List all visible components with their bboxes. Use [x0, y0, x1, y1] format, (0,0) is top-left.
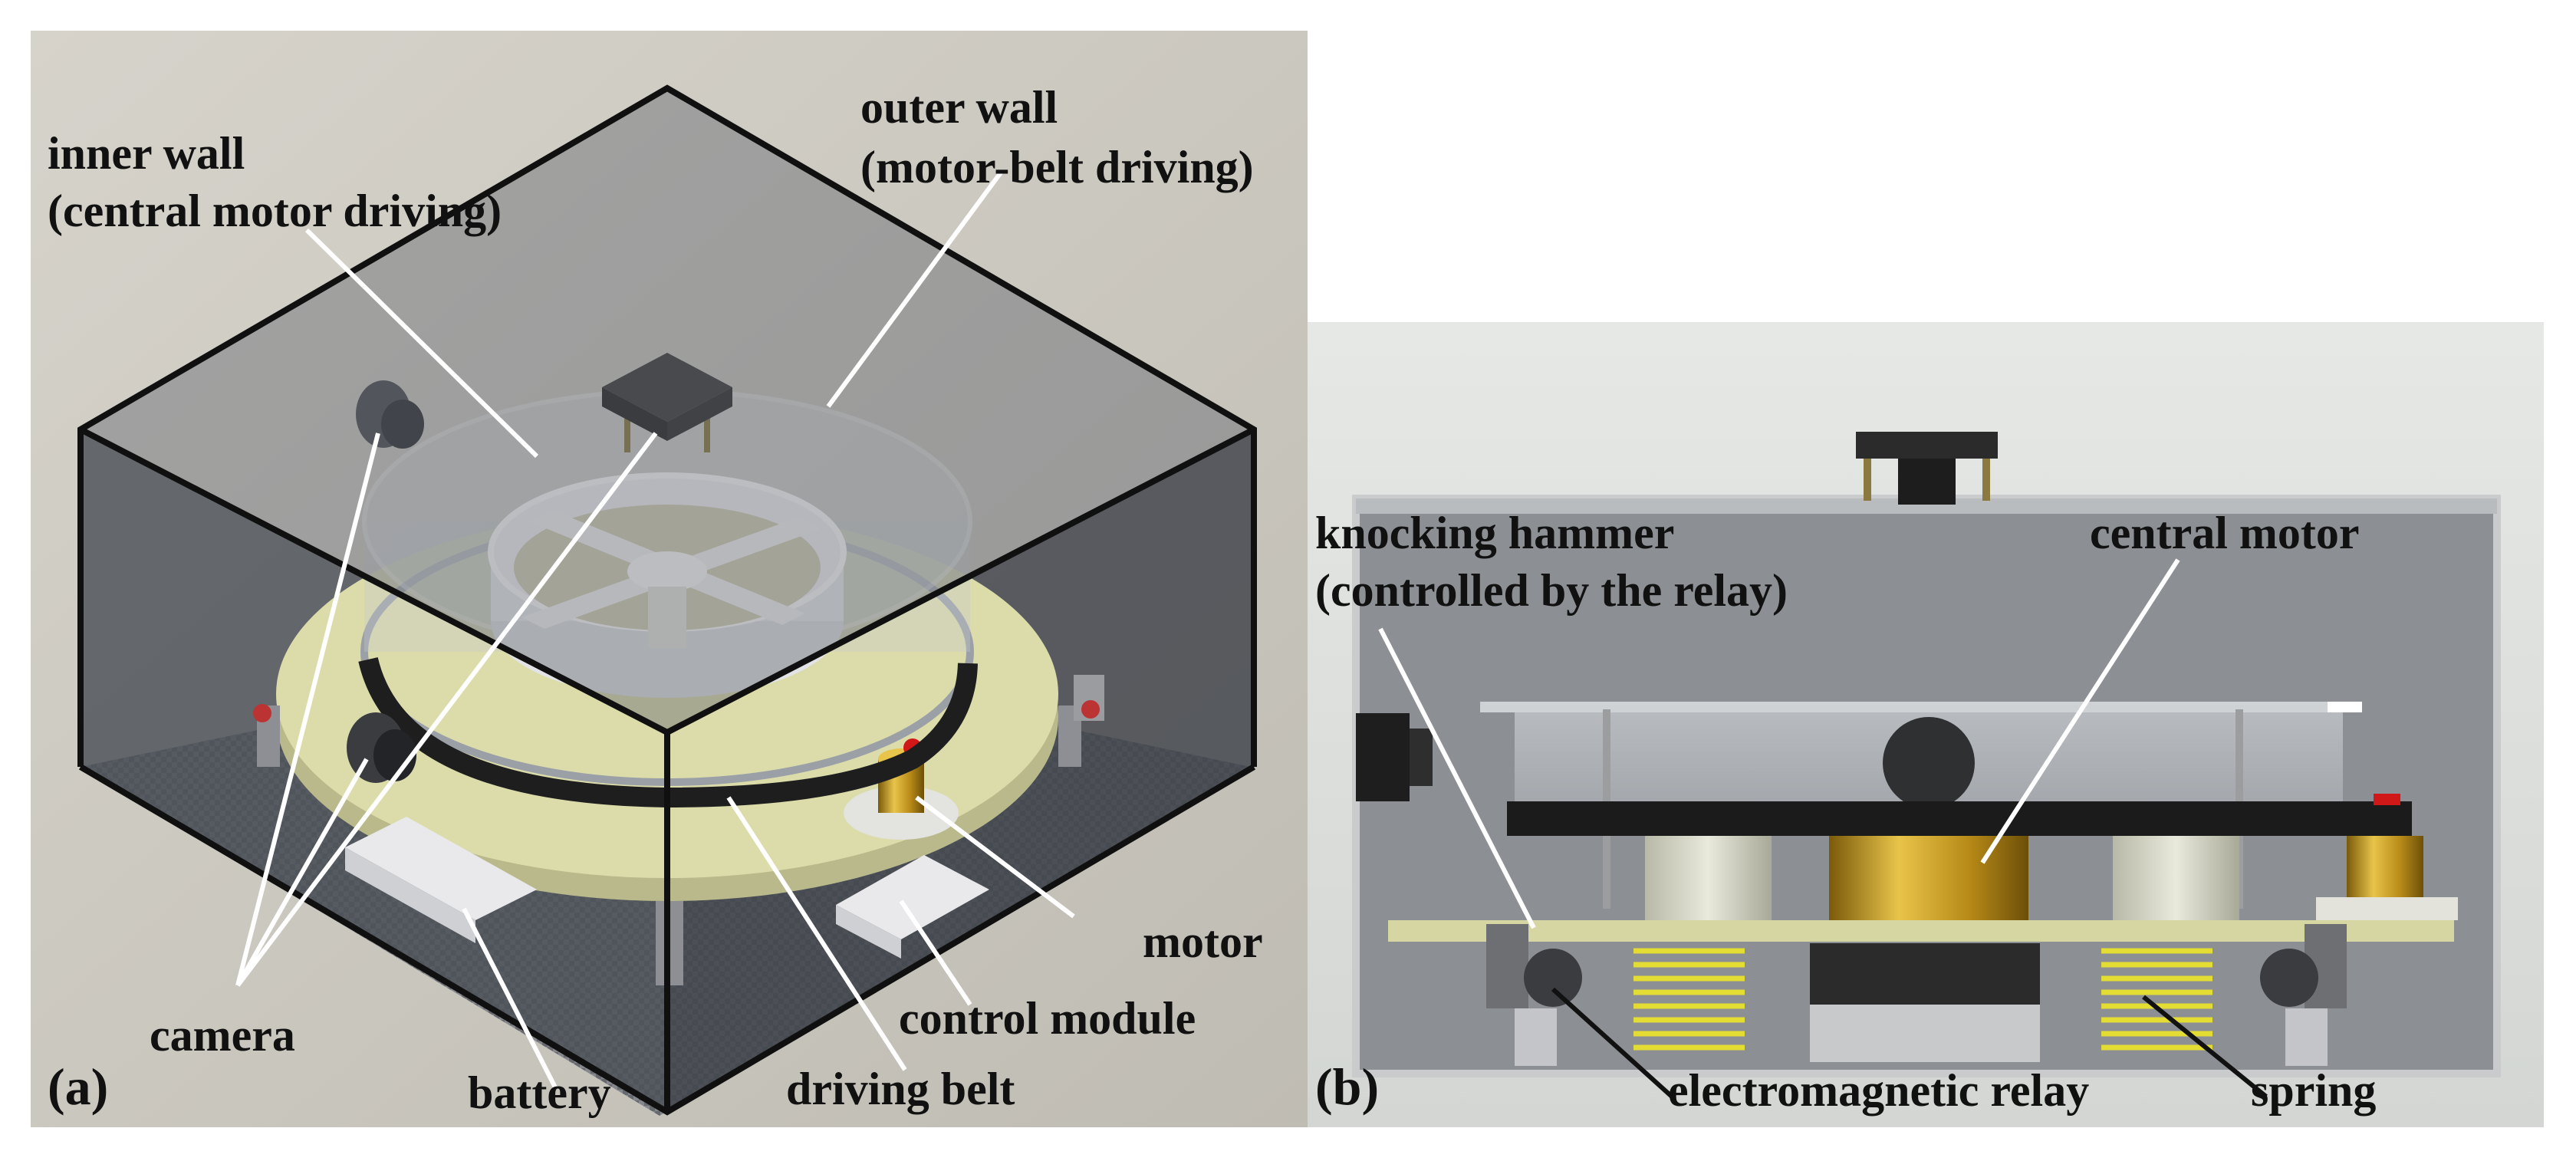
spring-left	[1633, 948, 1745, 1051]
label-outer-wall: outer wall	[860, 82, 1058, 133]
label-camera: camera	[150, 1010, 295, 1061]
control-module	[1810, 943, 2040, 1005]
panel-b	[1308, 322, 2544, 1127]
central-motor	[1829, 836, 2028, 920]
support-pillar	[1645, 836, 1772, 920]
acrylic-box-edges	[77, 84, 1257, 767]
label-central-motor: central motor	[2090, 508, 2360, 558]
panel-a-labels: inner wall (central motor driving) outer…	[48, 82, 1263, 1118]
panel-b-leader-lines	[1378, 558, 2180, 929]
top-camera-side	[602, 387, 667, 441]
cross-hub	[627, 551, 707, 591]
label-outer-wall-detail: (motor-belt driving)	[860, 142, 1254, 192]
panel-b-labels: knocking hammer (controlled by the relay…	[1315, 508, 2376, 1116]
panel-a-leader-lines	[235, 171, 1075, 1090]
acrylic-box-top	[81, 88, 1254, 732]
acrylic-box-top-strip	[1356, 498, 2497, 514]
outer-wall-rim	[1480, 702, 2362, 712]
support-pillar	[2113, 836, 2239, 920]
panel-a-tag: (a)	[48, 1057, 108, 1116]
camera-mount-rod	[1864, 459, 1871, 501]
label-knocking-hammer-detail: (controlled by the relay)	[1315, 565, 1788, 616]
side-camera	[1356, 713, 1410, 801]
label-electromagnetic-relay: electromagnetic relay	[1668, 1065, 2089, 1116]
driving-belt	[358, 656, 978, 808]
battery-box	[345, 817, 537, 920]
control-module-panel	[1810, 1005, 2040, 1062]
label-control-module: control module	[899, 993, 1196, 1044]
label-battery: battery	[468, 1067, 611, 1118]
panel-a	[31, 31, 1308, 1127]
panel-b-leader-lines-dark	[1551, 987, 2268, 1099]
side-motor-base	[2316, 897, 2458, 920]
base-plate	[1388, 920, 2454, 942]
top-camera	[1856, 432, 1998, 459]
label-spring: spring	[2251, 1065, 2376, 1116]
electromagnetic-relay	[2260, 949, 2318, 1007]
motor-indicator	[2374, 794, 2400, 805]
label-driving-belt: driving belt	[786, 1064, 1015, 1114]
panel-b-tag: (b)	[1315, 1057, 1379, 1116]
hub-column	[648, 587, 686, 648]
battery-box-side	[345, 847, 475, 943]
outer-wall-rim-highlight	[2328, 702, 2362, 712]
control-module-box-side	[836, 905, 901, 959]
central-camera	[1883, 717, 1975, 809]
camera-mount-rod	[1982, 459, 1990, 501]
top-camera-body	[1898, 459, 1956, 505]
label-motor: motor	[1143, 916, 1263, 967]
relay-coil	[1081, 700, 1100, 719]
label-knocking-hammer: knocking hammer	[1315, 508, 1674, 558]
top-camera-side	[667, 387, 732, 441]
control-module-box	[836, 855, 989, 939]
side-camera-lens	[1410, 729, 1433, 786]
electromagnetic-relay	[1524, 949, 1582, 1007]
label-inner-wall-detail: (central motor driving)	[48, 186, 502, 236]
side-camera-upper	[356, 380, 424, 449]
side-motor	[2347, 836, 2423, 905]
acrylic-box-edges	[78, 764, 1256, 1116]
relay-support	[2285, 1008, 2328, 1066]
knocking-hammer	[1486, 924, 1528, 1008]
relay-support	[1515, 1008, 1557, 1066]
relay-coil	[253, 704, 271, 722]
label-inner-wall: inner wall	[48, 128, 245, 179]
driving-belt-ring	[1507, 801, 2412, 836]
